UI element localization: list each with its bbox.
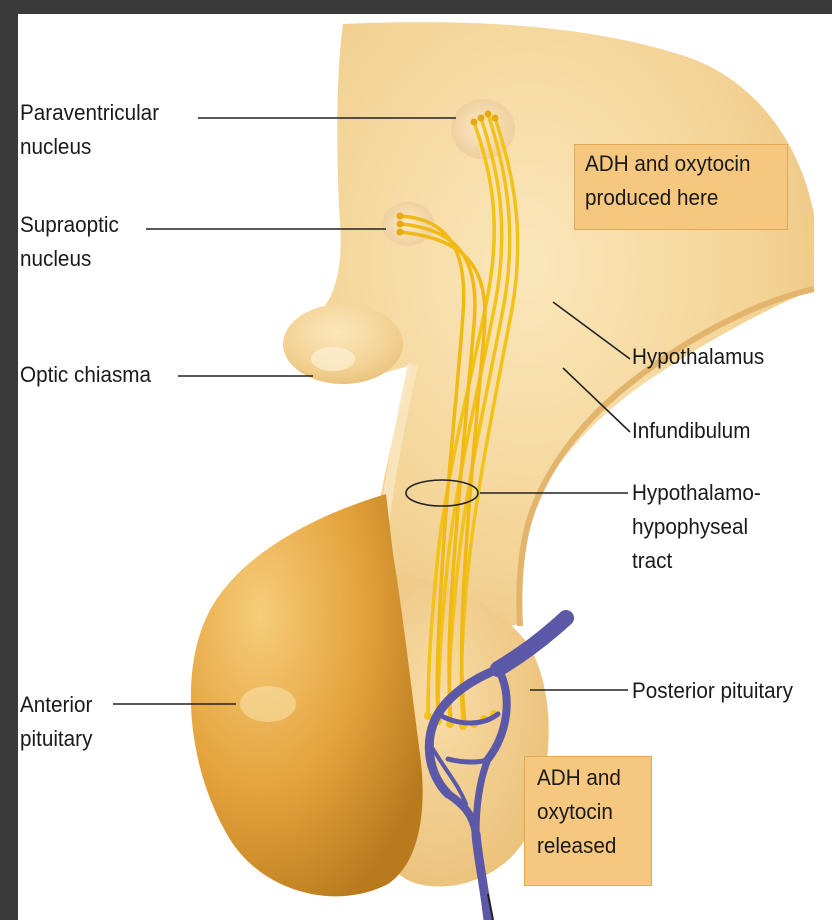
label-hypothalamus: Hypothalamus <box>632 344 764 370</box>
callout-released-line3: released <box>537 833 621 859</box>
callout-produced-line1: ADH and oxytocin <box>585 151 751 177</box>
callout-produced-here: ADH and oxytocin produced here <box>574 144 788 230</box>
callout-released-line2: oxytocin <box>537 799 621 825</box>
frame-top-border <box>0 0 832 14</box>
anterior-pituitary-shape <box>191 494 423 896</box>
anterior-pituitary-highlight <box>240 686 296 722</box>
frame-left-border <box>0 0 18 920</box>
optic-chiasma-highlight <box>311 347 355 371</box>
label-infundibulum: Infundibulum <box>632 418 750 444</box>
optic-chiasma-shape <box>283 304 403 384</box>
label-paraventricular-line1: Paraventricular <box>20 100 159 126</box>
callout-produced-line2: produced here <box>585 185 751 211</box>
label-tract-line1: Hypothalamo- <box>632 480 761 506</box>
label-tract-line2: hypophyseal <box>632 514 748 540</box>
label-anterior-line1: Anterior <box>20 692 92 718</box>
callout-released-line1: ADH and <box>537 765 621 791</box>
label-posterior-pituitary: Posterior pituitary <box>632 678 793 704</box>
label-anterior-line2: pituitary <box>20 726 92 752</box>
label-tract-line3: tract <box>632 548 672 574</box>
diagram-canvas: Paraventricular nucleus Supraoptic nucle… <box>18 14 832 920</box>
label-optic-chiasma: Optic chiasma <box>20 362 151 388</box>
callout-released: ADH and oxytocin released <box>524 756 652 886</box>
label-supraoptic-line1: Supraoptic <box>20 212 119 238</box>
label-paraventricular-line2: nucleus <box>20 134 91 160</box>
label-supraoptic-line2: nucleus <box>20 246 91 272</box>
